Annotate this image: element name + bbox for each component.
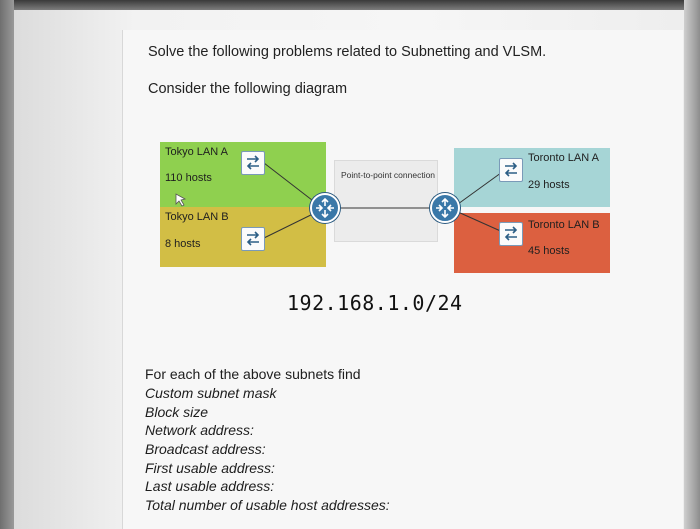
lan-tokyo-b: Tokyo LAN B 8 hosts xyxy=(160,207,326,267)
list-item: Total number of usable host addresses: xyxy=(145,497,390,514)
right-screen-edge xyxy=(684,0,700,529)
document-heading: Solve the following problems related to … xyxy=(148,44,547,60)
list-item: Block size xyxy=(145,403,209,420)
document-card xyxy=(122,30,683,529)
router-icon xyxy=(310,193,340,223)
list-item: Custom subnet mask xyxy=(145,385,277,401)
lan-tokyo-b-name: Tokyo LAN B xyxy=(165,211,229,223)
task-intro: For each of the above subnets find xyxy=(145,366,361,382)
switch-icon xyxy=(241,227,265,251)
list-item: Broadcast address: xyxy=(145,441,266,458)
point-to-point-label: Point-to-point connection xyxy=(341,170,436,180)
lan-tokyo-a-hosts: 110 hosts xyxy=(165,172,212,184)
switch-icon xyxy=(499,158,523,182)
lan-tokyo-a-name: Tokyo LAN A xyxy=(165,146,228,158)
switch-icon xyxy=(499,222,523,246)
lan-toronto-b-name: Toronto LAN B xyxy=(528,219,600,231)
lan-tokyo-b-hosts: 8 hosts xyxy=(165,238,201,250)
switch-icon xyxy=(241,151,265,175)
lan-toronto-a-name: Toronto LAN A xyxy=(528,152,599,164)
point-to-point-area xyxy=(334,160,438,242)
screen-top-edge xyxy=(0,0,700,12)
lan-toronto-a: Toronto LAN A 29 hosts xyxy=(454,148,610,207)
left-screen-edge xyxy=(0,0,14,529)
router-icon xyxy=(430,193,460,223)
lan-toronto-b: Toronto LAN B 45 hosts xyxy=(454,213,610,273)
lan-toronto-a-hosts: 29 hosts xyxy=(528,179,570,191)
link-toronto-b xyxy=(457,211,506,234)
document-subheading: Consider the following diagram xyxy=(148,81,348,97)
network-address: 192.168.1.0/24 xyxy=(287,291,463,315)
cursor-icon xyxy=(175,193,187,207)
list-item: First usable address: xyxy=(145,459,275,476)
list-item: Network address: xyxy=(145,422,254,439)
lan-toronto-b-hosts: 45 hosts xyxy=(528,245,570,257)
link-toronto-a xyxy=(457,169,506,205)
list-item: Last usable address: xyxy=(145,478,275,495)
task-list: Custom subnet mask Block size Network ad… xyxy=(145,384,390,515)
